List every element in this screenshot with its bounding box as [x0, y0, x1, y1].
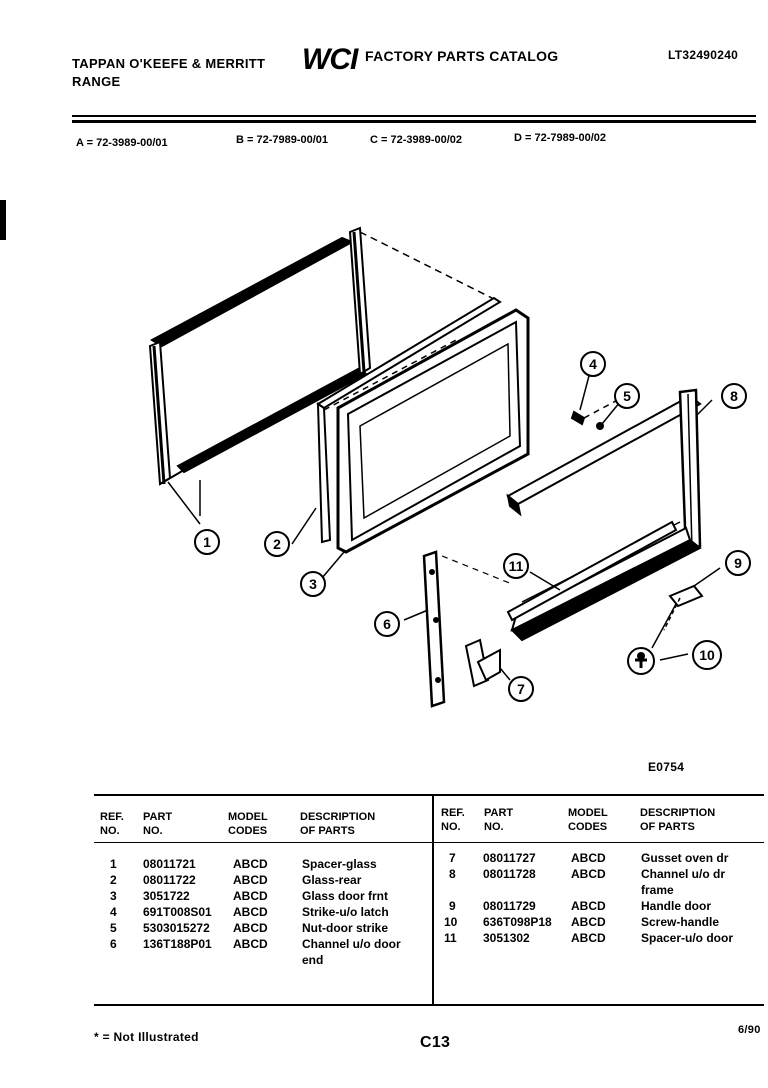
- brand-line-2: RANGE: [72, 74, 121, 89]
- model-a: A = 72-3989-00/01: [76, 137, 168, 149]
- svg-text:5: 5: [623, 388, 631, 404]
- table-row: 2 08011722 ABCD Glass-rear: [110, 873, 362, 887]
- callout-9: 9: [725, 550, 751, 576]
- table-row: 9 08011729 ABCD Handle door: [449, 899, 712, 913]
- callout-10: 10: [692, 640, 722, 670]
- catalog-title: FACTORY PARTS CATALOG: [365, 48, 559, 64]
- table-row: 10 636T098P18 ABCD Screw-handle: [444, 915, 720, 929]
- table-row: 8 08011728 ABCD Channel u/o dr: [449, 867, 725, 881]
- table-row: 11 3051302 ABCD Spacer-u/o door: [444, 931, 734, 945]
- svg-text:4: 4: [589, 356, 597, 372]
- header-ref: REF.NO.: [100, 811, 124, 837]
- table-row: 4 691T008S01 ABCD Strike-u/o latch: [110, 905, 389, 919]
- revision-date: 6/90: [738, 1024, 761, 1036]
- callout-11: 11: [503, 553, 529, 579]
- glass-door-front: [336, 308, 530, 554]
- svg-text:3: 3: [309, 576, 317, 592]
- wci-logo: WCI: [302, 43, 360, 74]
- right-rows: 7 08011727 ABCD Gusset oven dr 8 0801172…: [441, 850, 761, 946]
- wci-logo-text: WCI: [302, 43, 359, 74]
- svg-text:1: 1: [203, 534, 211, 550]
- svg-text:9: 9: [734, 555, 742, 571]
- diagram-code: E0754: [648, 760, 685, 774]
- callout-2: 2: [264, 531, 290, 557]
- table-row-continuation: frame: [641, 883, 674, 897]
- catalog-code: LT32490240: [668, 48, 739, 62]
- svg-text:8: 8: [730, 388, 738, 404]
- header-rule-thick: [72, 120, 756, 123]
- svg-text:10: 10: [699, 647, 715, 663]
- svg-text:7: 7: [517, 681, 525, 697]
- table-row: 1 08011721 ABCD Spacer-glass: [110, 857, 377, 871]
- callout-1: 1: [194, 529, 220, 555]
- page-number: C13: [420, 1034, 451, 1051]
- channel-frame: [506, 388, 702, 642]
- model-c: C = 72-3989-00/02: [370, 134, 463, 146]
- callout-4: 4: [580, 351, 606, 377]
- table-top-rule: [94, 794, 764, 796]
- table-row: 5 5303015272 ABCD Nut-door strike: [110, 921, 389, 935]
- screw-icon: [627, 647, 655, 675]
- header-rule: [72, 115, 756, 117]
- spacer-glass-frame: [148, 226, 372, 486]
- callout-8: 8: [721, 383, 747, 409]
- header-ref-right: REF.NO.: [441, 807, 465, 833]
- model-d: D = 72-7989-00/02: [514, 132, 607, 144]
- svg-text:6: 6: [383, 616, 391, 632]
- left-rows: 1 08011721 ABCD Spacer-glass 2 08011722 …: [100, 856, 430, 968]
- exploded-parts-diagram: 1 2 3 4 5 6 7 8 9 10 11: [148, 226, 751, 708]
- callout-3: 3: [300, 571, 326, 597]
- callout-6: 6: [374, 611, 400, 637]
- scan-edge-mark: [0, 200, 6, 240]
- model-b: B = 72-7989-00/01: [236, 134, 329, 146]
- table-header-rule: [94, 842, 764, 843]
- table-row-continuation: end: [302, 953, 324, 967]
- footnote: * = Not Illustrated: [94, 1030, 199, 1044]
- brand-line-1: TAPPAN O'KEEFE & MERRITT: [72, 56, 266, 71]
- callout-7: 7: [508, 676, 534, 702]
- table-center-divider: [432, 796, 434, 1004]
- svg-text:2: 2: [273, 536, 281, 552]
- table-row: 3 3051722 ABCD Glass door frnt: [110, 889, 389, 903]
- svg-text:11: 11: [509, 558, 524, 574]
- callout-5: 5: [614, 383, 640, 409]
- table-row: 6 136T188P01 ABCD Channel u/o door: [110, 937, 401, 951]
- table-row: 7 08011727 ABCD Gusset oven dr: [449, 851, 729, 865]
- table-bottom-rule: [94, 1004, 764, 1006]
